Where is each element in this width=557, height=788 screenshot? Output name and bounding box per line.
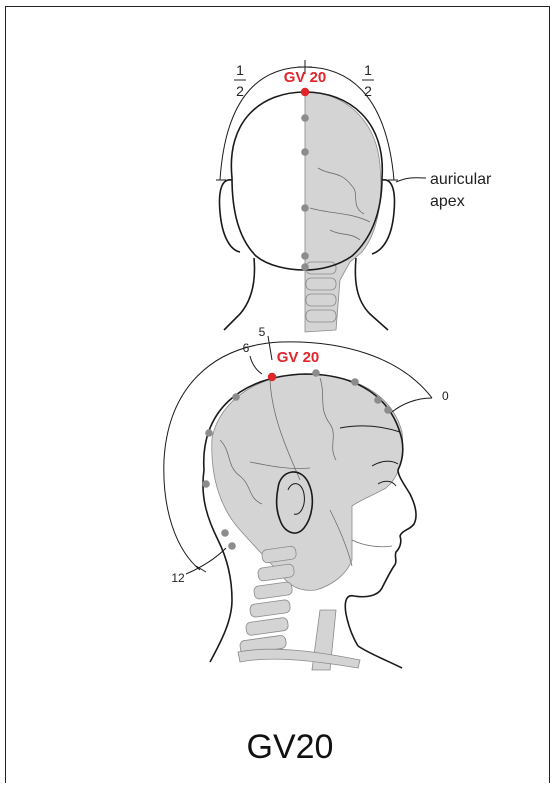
side-tick-5 [268,336,272,360]
front-neck-right [355,258,388,330]
side-point-e [232,393,240,401]
side-point-b [351,378,359,386]
front-half-left-num: 1 [236,62,244,78]
auricular-label-line2: apex [430,193,465,210]
side-leader-12 [186,548,226,574]
side-point-i [228,542,236,550]
side-point-h [221,529,229,537]
side-gv20-label: GV 20 [277,349,320,366]
side-mark-6: 6 [243,341,250,355]
side-mark-0: 0 [442,389,449,403]
front-neck-left [224,258,254,330]
auricular-label-line1: auricular [430,171,492,188]
front-point-5 [301,263,309,271]
auricular-leader-line [396,178,426,182]
side-view-head [164,336,432,670]
front-view-head [216,60,426,332]
side-point-a [312,369,320,377]
side-point-f [205,429,213,437]
front-half-right-num: 1 [364,62,372,78]
front-half-left-den: 2 [236,83,244,99]
side-jaw-teeth [352,540,392,547]
front-point-2 [301,148,309,156]
side-point-g [202,480,210,488]
side-clavicle [238,649,360,668]
front-gv20-point [301,88,309,96]
side-neck-front [358,646,402,668]
front-point-4 [301,252,309,260]
front-point-3 [301,204,309,212]
figure-caption: GV20 [247,728,334,766]
side-mark-12: 12 [171,571,185,585]
front-gv20-label: GV 20 [284,69,327,86]
side-point-d [384,406,392,414]
front-left-ear [220,180,241,252]
side-mark-5: 5 [259,325,266,339]
front-half-right-den: 2 [364,83,372,99]
side-point-c [374,396,382,404]
front-point-1 [301,114,309,122]
side-leader-0 [392,398,432,412]
side-gv20-point [268,373,276,381]
side-leader-6 [250,356,262,374]
